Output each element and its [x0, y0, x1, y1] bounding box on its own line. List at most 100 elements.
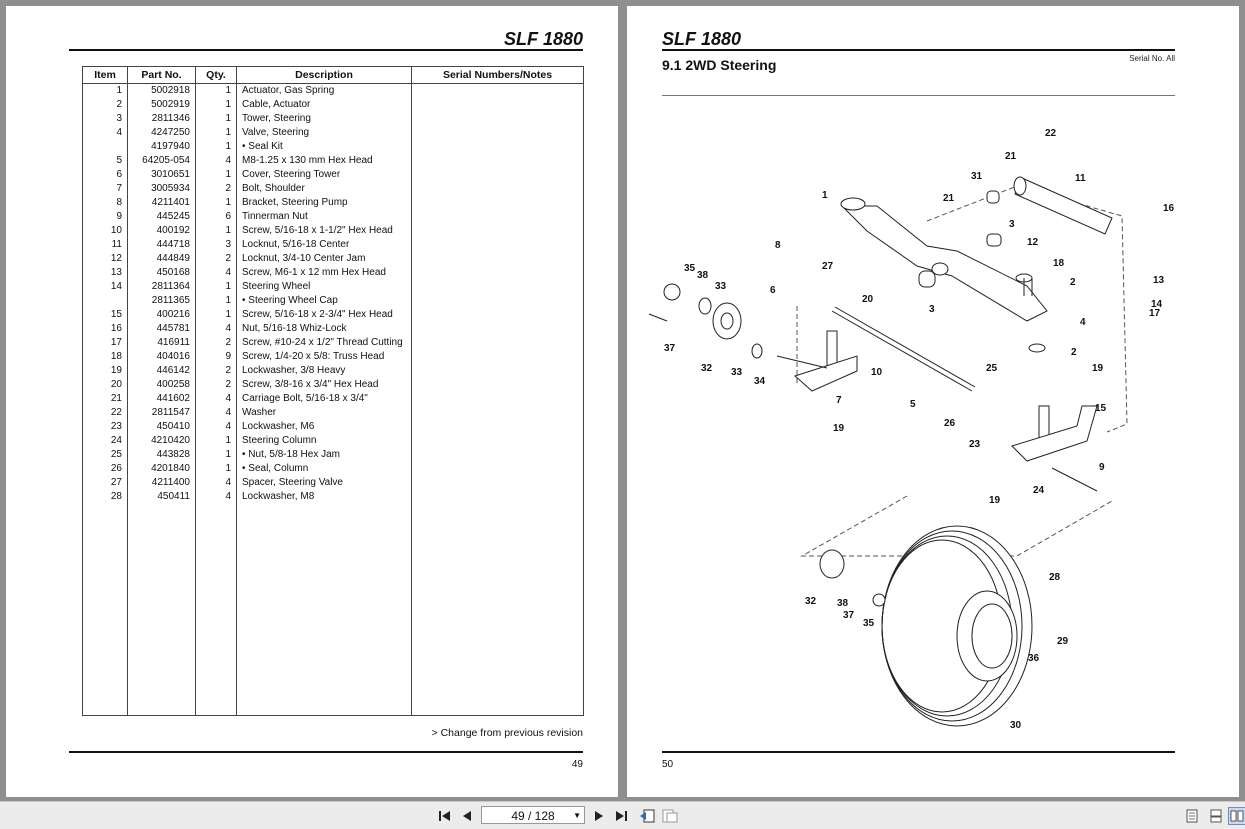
svg-text:35: 35	[684, 263, 696, 274]
cell-item: 28	[82, 490, 128, 504]
footer-rule-right	[662, 751, 1175, 753]
cell-description: Spacer, Steering Valve	[236, 476, 412, 490]
viewer-toolbar: 49 / 128 ▼	[0, 801, 1245, 829]
cell-notes	[411, 350, 584, 364]
svg-text:18: 18	[1053, 258, 1065, 269]
cell-item: 22	[82, 406, 128, 420]
cell-description: Cover, Steering Tower	[236, 168, 412, 182]
continuous-view-icon[interactable]	[1207, 807, 1225, 825]
svg-text:38: 38	[697, 270, 709, 281]
svg-text:19: 19	[833, 423, 845, 434]
svg-text:1: 1	[822, 190, 828, 201]
svg-text:32: 32	[805, 596, 817, 607]
cell-item: 19	[82, 364, 128, 378]
cell-notes	[411, 210, 584, 224]
cell-part-no: 4247250	[127, 126, 196, 140]
table-filler-cell	[411, 504, 584, 716]
last-page-icon[interactable]	[612, 807, 630, 825]
go-forward-view-icon[interactable]	[661, 807, 679, 825]
svg-text:22: 22	[1045, 128, 1057, 139]
cell-description: M8-1.25 x 130 mm Hex Head	[236, 154, 412, 168]
svg-text:37: 37	[843, 610, 855, 621]
svg-text:20: 20	[862, 294, 874, 305]
svg-text:12: 12	[1027, 237, 1039, 248]
cell-part-no: 5002918	[127, 83, 196, 98]
cell-item: 17	[82, 336, 128, 350]
cell-part-no: 444718	[127, 238, 196, 252]
cell-notes	[411, 154, 584, 168]
svg-text:14: 14	[1151, 299, 1163, 310]
go-back-view-icon[interactable]	[638, 807, 656, 825]
cell-qty: 1	[195, 462, 237, 476]
cell-notes	[411, 280, 584, 294]
cell-notes	[411, 364, 584, 378]
cell-part-no: 416911	[127, 336, 196, 350]
cell-qty: 4	[195, 406, 237, 420]
cell-notes	[411, 392, 584, 406]
cell-notes	[411, 238, 584, 252]
header-rule-left	[69, 49, 583, 51]
table-filler-cell	[195, 504, 237, 716]
right-page: SLF 1880 9.1 2WD Steering Serial No. All	[627, 6, 1239, 797]
cell-notes	[411, 406, 584, 420]
page-indicator: 49 / 128	[511, 809, 555, 823]
prev-page-icon[interactable]	[458, 807, 476, 825]
cell-part-no: 445245	[127, 210, 196, 224]
cell-qty: 2	[195, 336, 237, 350]
cell-part-no: 400192	[127, 224, 196, 238]
column-header-part-no: Part No.	[127, 66, 196, 84]
single-page-view-icon[interactable]	[1183, 807, 1201, 825]
next-page-icon[interactable]	[590, 807, 608, 825]
cell-qty: 4	[195, 154, 237, 168]
first-page-icon[interactable]	[436, 807, 454, 825]
cell-part-no: 4211400	[127, 476, 196, 490]
page-number-left: 49	[571, 759, 583, 770]
cell-part-no: 400258	[127, 378, 196, 392]
svg-text:27: 27	[822, 261, 834, 272]
cell-qty: 1	[195, 112, 237, 126]
cell-description: Bolt, Shoulder	[236, 182, 412, 196]
cell-part-no: 4211401	[127, 196, 196, 210]
cell-description: Screw, 5/16-18 x 1-1/2" Hex Head	[236, 224, 412, 238]
cell-notes	[411, 182, 584, 196]
cell-description: Screw, 3/8-16 x 3/4" Hex Head	[236, 378, 412, 392]
svg-text:10: 10	[871, 367, 883, 378]
cell-qty: 2	[195, 364, 237, 378]
cell-item: 6	[82, 168, 128, 182]
cell-description: Valve, Steering	[236, 126, 412, 140]
cell-part-no: 450411	[127, 490, 196, 504]
cell-description: Screw, #10-24 x 1/2" Thread Cutting	[236, 336, 412, 350]
svg-text:25: 25	[986, 363, 998, 374]
cell-notes	[411, 140, 584, 154]
cell-notes	[411, 83, 584, 98]
cell-description: Washer	[236, 406, 412, 420]
page-number-input[interactable]: 49 / 128 ▼	[481, 806, 585, 824]
svg-text:35: 35	[863, 618, 875, 629]
cell-item: 1	[82, 83, 128, 98]
svg-text:33: 33	[731, 367, 743, 378]
cell-notes	[411, 420, 584, 434]
cell-description: Tinnerman Nut	[236, 210, 412, 224]
cell-qty: 1	[195, 126, 237, 140]
cell-item: 24	[82, 434, 128, 448]
svg-text:3: 3	[929, 304, 935, 315]
cell-item: 26	[82, 462, 128, 476]
cell-item: 21	[82, 392, 128, 406]
cell-part-no: 4197940	[127, 140, 196, 154]
cell-part-no: 446142	[127, 364, 196, 378]
cell-part-no: 445781	[127, 322, 196, 336]
table-filler-row	[82, 504, 584, 716]
cell-notes	[411, 168, 584, 182]
dropdown-arrow-icon[interactable]: ▼	[573, 811, 581, 820]
cell-item: 18	[82, 350, 128, 364]
two-page-view-icon[interactable]	[1228, 807, 1245, 825]
svg-text:2: 2	[1070, 277, 1076, 288]
